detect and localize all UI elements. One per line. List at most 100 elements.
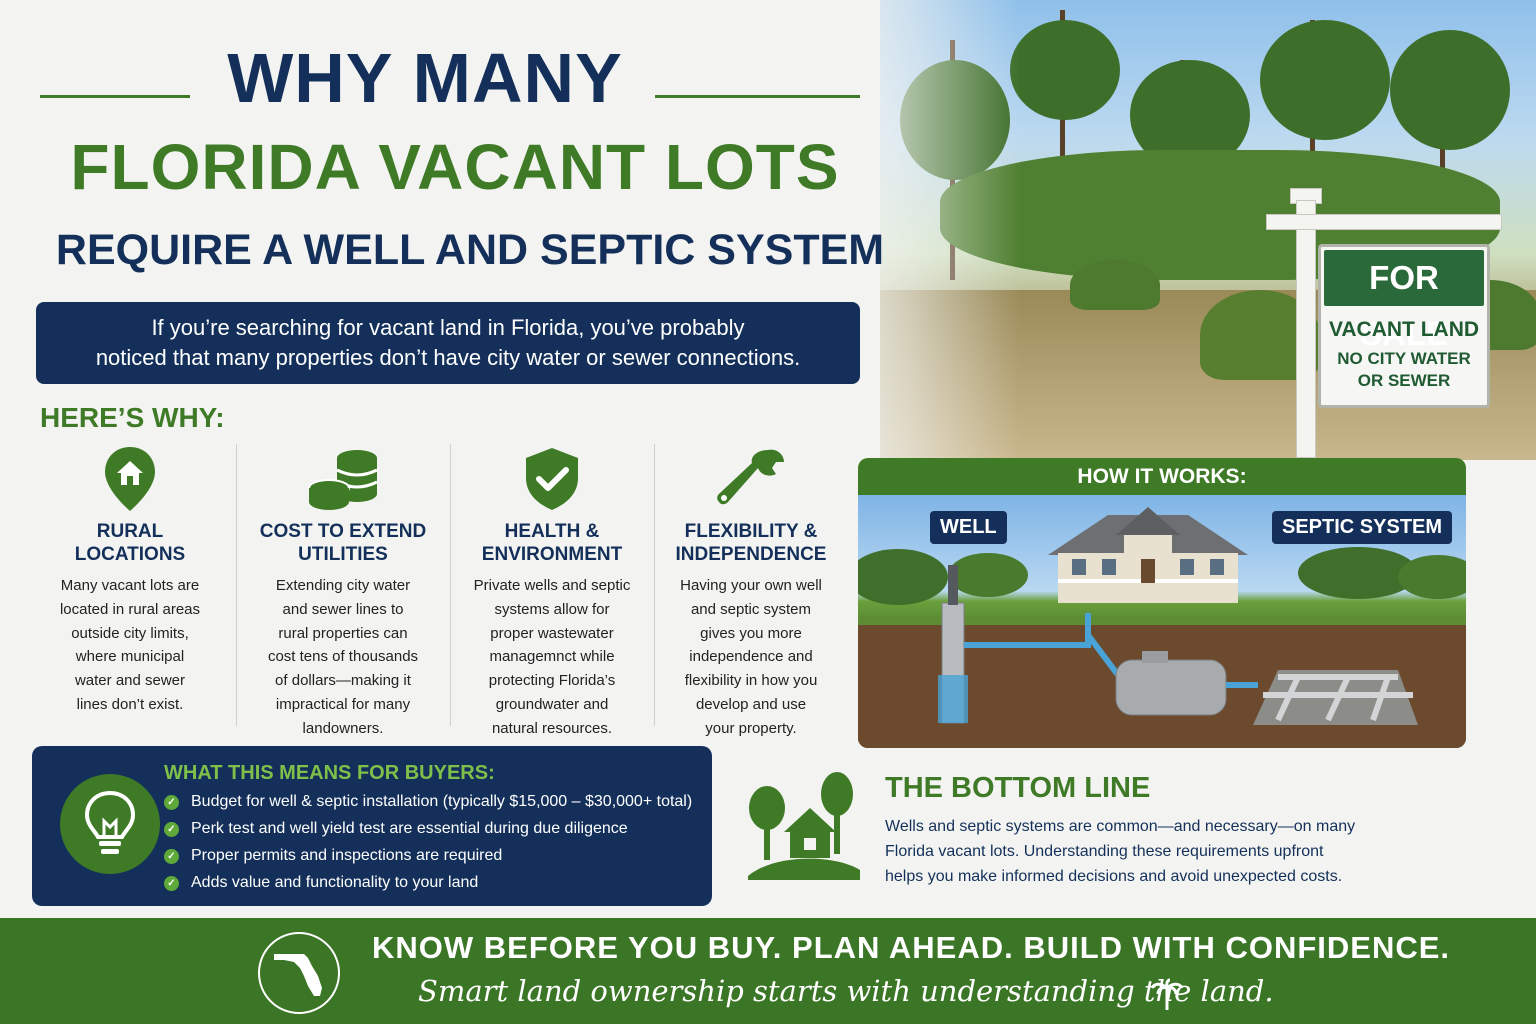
septic-system-label: SEPTIC SYSTEM: [1272, 511, 1453, 544]
sign-post: [1296, 200, 1316, 458]
headline-line1: WHY MANY: [227, 39, 623, 117]
reason-title: COST TO EXTEND UTILITIES: [243, 520, 443, 568]
reason-rural: RURAL LOCATIONS Many vacant lots are loc…: [30, 444, 230, 717]
palm-tree-icon: [1150, 978, 1184, 1010]
reason-title-line2: UTILITIES: [298, 544, 388, 565]
body-line: proper wastewater: [490, 624, 614, 642]
body-line: groundwater and: [495, 695, 609, 713]
body-line: Extending city water: [275, 577, 411, 594]
column-divider: [654, 444, 655, 726]
how-it-works-title: HOW IT WORKS:: [1077, 465, 1247, 488]
buyers-item: ✓ Adds value and functionality to your l…: [164, 874, 478, 892]
sign-bottom-line1: NO CITY WATER: [1337, 349, 1471, 368]
checkmark-icon: ✓: [164, 848, 179, 864]
sign-for-sale-text: FOR SALE: [1324, 250, 1484, 352]
reason-title-line1: FLEXIBILITY &: [684, 521, 818, 542]
headline-line3: REQUIRE A WELL AND SEPTIC SYSTEM: [55, 226, 885, 274]
lightbulb-badge: [60, 774, 160, 874]
headline-rule-left: [40, 95, 190, 98]
buyers-item-text: Budget for well & septic installation (t…: [191, 793, 693, 810]
body-line: managemnct while: [489, 648, 615, 666]
reason-title: HEALTH & ENVIRONMENT: [452, 520, 652, 568]
how-it-works-panel: HOW IT WORKS:: [858, 458, 1466, 748]
intro-line1: If you’re searching for vacant land in F…: [151, 315, 745, 340]
heres-why-heading: HERE’S WHY:: [40, 402, 225, 433]
body-line: and sewer lines to: [282, 600, 404, 618]
buyers-box: WHAT THIS MEANS FOR BUYERS: ✓ Budget for…: [32, 746, 712, 906]
body-line: Many vacant lots are: [60, 577, 200, 594]
buyers-item-text: Perk test and well yield test are essent…: [191, 820, 628, 837]
body-line: develop and use: [695, 695, 807, 713]
reason-flexibility: FLEXIBILITY & INDEPENDENCE Having your o…: [651, 444, 851, 741]
body-line: helps you make informed decisions and av…: [885, 868, 1343, 885]
well-label: WELL: [930, 511, 1007, 544]
reason-title: RURAL LOCATIONS: [30, 520, 230, 568]
headline-line2: FLORIDA VACANT LOTS: [70, 131, 840, 203]
reason-title-line2: LOCATIONS: [74, 544, 186, 565]
sign-bottom-line2: OR SEWER: [1357, 371, 1451, 390]
body-line: rural properties can: [278, 624, 408, 642]
bottom-line-body: Wells and septic systems are common—and …: [885, 814, 1405, 889]
for-sale-sign: FOR SALE VACANT LAND NO CITY WATER OR SE…: [1318, 244, 1490, 408]
florida-badge: [258, 932, 340, 1014]
wrench-icon: [717, 449, 784, 505]
body-line: and septic system: [690, 600, 812, 618]
body-line: Wells and septic systems are common—and …: [885, 818, 1356, 835]
body-line: water and sewer: [74, 672, 186, 690]
body-line: Private wells and septic: [473, 577, 631, 594]
body-line: systems allow for: [494, 600, 610, 618]
buyers-item: ✓ Proper permits and inspections are req…: [164, 847, 502, 865]
map-pin-home-icon: [105, 447, 155, 511]
footer-subtitle: Smart land ownership starts with underst…: [418, 974, 1274, 1008]
shield-check-icon: [526, 448, 578, 510]
buyers-title: WHAT THIS MEANS FOR BUYERS:: [164, 762, 495, 784]
checkmark-icon: ✓: [164, 794, 179, 810]
reason-cost: COST TO EXTEND UTILITIES Extending city …: [243, 444, 443, 741]
body-line: cost tens of thousands: [267, 648, 419, 666]
coins-icon: [308, 450, 378, 510]
footer-banner: KNOW BEFORE YOU BUY. PLAN AHEAD. BUILD W…: [0, 918, 1536, 1024]
buyers-item-text: Proper permits and inspections are requi…: [191, 847, 503, 864]
body-line: impractical for many: [275, 695, 411, 713]
reason-title-line1: RURAL: [96, 521, 164, 542]
reason-title-line1: COST TO EXTEND: [259, 521, 427, 542]
reason-title-line2: INDEPENDENCE: [675, 544, 827, 565]
body-line: your property.: [705, 719, 797, 737]
reason-health: HEALTH & ENVIRONMENT Private wells and s…: [452, 444, 652, 741]
well-septic-illustration: [858, 507, 1466, 748]
sign-arm: [1266, 214, 1502, 230]
footer-tagline: KNOW BEFORE YOU BUY. PLAN AHEAD. BUILD W…: [372, 930, 1451, 965]
lightbulb-icon: [84, 790, 136, 854]
body-line: natural resources.: [491, 719, 613, 737]
buyers-item: ✓ Perk test and well yield test are esse…: [164, 820, 628, 838]
reason-body: Having your own well and septic system g…: [651, 574, 851, 741]
body-line: located in rural areas: [59, 600, 201, 618]
headline-rule-right: [655, 95, 860, 98]
body-line: flexibility in how you: [684, 672, 818, 690]
reason-title-line2: ENVIRONMENT: [481, 544, 623, 565]
bottom-line-title: THE BOTTOM LINE: [885, 772, 1151, 804]
intro-line2: noticed that many properties don’t have …: [95, 345, 801, 370]
reason-body: Many vacant lots are located in rural ar…: [30, 574, 230, 717]
reason-body: Extending city water and sewer lines to …: [243, 574, 443, 741]
body-line: outside city limits,: [71, 624, 189, 642]
checkmark-icon: ✓: [164, 875, 179, 891]
intro-box: If you’re searching for vacant land in F…: [36, 302, 860, 384]
body-line: gives you more: [700, 624, 802, 642]
body-line: where municipal: [75, 648, 185, 666]
body-line: protecting Florida’s: [488, 672, 616, 690]
sign-vacant-land-text: VACANT LAND: [1328, 318, 1480, 341]
body-line: Florida vacant lots. Understanding these…: [885, 843, 1324, 860]
house-trees-icon: [748, 772, 860, 880]
sign-no-water-text: NO CITY WATER OR SEWER: [1321, 348, 1487, 392]
reason-body: Private wells and septic systems allow f…: [452, 574, 652, 741]
florida-map-icon: [274, 954, 322, 996]
reason-title: FLEXIBILITY & INDEPENDENCE: [651, 520, 851, 568]
column-divider: [450, 444, 451, 726]
body-line: independence and: [689, 648, 813, 666]
body-line: lines don’t exist.: [76, 695, 184, 713]
well-septic-diagram: WELL SEPTIC SYSTEM: [858, 495, 1466, 748]
buyers-item: ✓ Budget for well & septic installation …: [164, 793, 692, 811]
reason-title-line1: HEALTH &: [504, 521, 600, 542]
body-line: landowners.: [302, 719, 384, 737]
